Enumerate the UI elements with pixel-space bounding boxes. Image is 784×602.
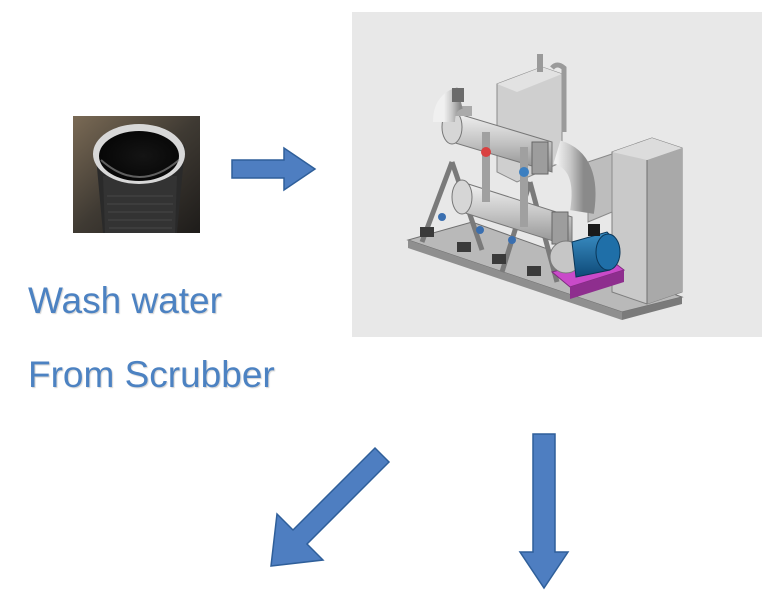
- arrow-down-left-icon: [265, 440, 393, 572]
- water-treatment-unit-image: [352, 12, 762, 337]
- wash-water-cup-icon: [73, 116, 200, 233]
- wash-water-label: Wash water: [28, 280, 222, 321]
- arrow-right-icon: [230, 145, 318, 193]
- arrow-down-icon: [518, 432, 570, 592]
- from-scrubber-label: From Scrubber: [28, 354, 275, 395]
- wash-water-sample-photo: [73, 116, 200, 233]
- water-treatment-unit-icon: [352, 12, 762, 337]
